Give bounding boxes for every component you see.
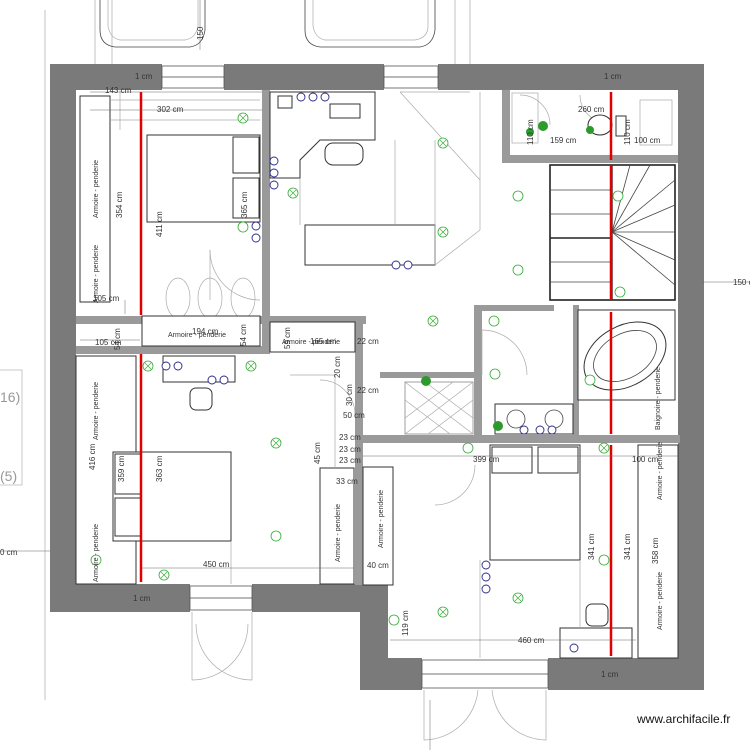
edge-labels: 16) (5) 0 cm 150 c 150	[0, 26, 750, 557]
dim-22-a: 22 cm	[357, 337, 379, 346]
dim-354: 354 cm	[115, 191, 124, 218]
edge-label-left-b: (5)	[0, 468, 17, 484]
corridor-wardrobes	[269, 321, 394, 586]
label-wardrobe-mid-left: Armoire - penderie	[168, 332, 226, 339]
dim-54-b: 54 cm	[113, 328, 122, 350]
dim-33: 33 cm	[336, 477, 358, 486]
dim-194: 194 cm	[192, 327, 219, 336]
label-wardrobe-vert-center: Armoire - penderie	[335, 504, 342, 562]
dim-100-b: 100 cm	[634, 136, 661, 145]
dim-23-a: 23 cm	[339, 433, 361, 442]
dim-50: 50 cm	[343, 411, 365, 420]
light-points	[90, 112, 626, 626]
dimension-lines	[0, 91, 750, 750]
dim-59: 59 cm	[283, 327, 292, 349]
dim-30: 30 cm	[345, 384, 354, 406]
dim-341-a: 341 cm	[587, 533, 596, 560]
label-wardrobe-left-top: Armoire - penderie	[93, 160, 100, 218]
dim-40: 40 cm	[367, 561, 389, 570]
dim-100-a: 100 cm	[632, 455, 659, 464]
dim-20: 20 cm	[333, 356, 342, 378]
dim-450: 450 cm	[203, 560, 230, 569]
edge-label-top-a: 150	[196, 26, 205, 40]
dim-143: 143 cm	[105, 86, 132, 95]
dim-bot-1cm-right: 1 cm	[601, 670, 619, 679]
edge-label-left-c: 0 cm	[0, 548, 18, 557]
dim-358: 358 cm	[651, 537, 660, 564]
outer-walls	[50, 64, 704, 690]
label-wardrobe-right-b: Armoire - penderie	[657, 572, 664, 630]
bedroom-top-left	[79, 90, 261, 347]
dim-411: 411 cm	[155, 211, 164, 237]
dim-365: 365 cm	[240, 191, 249, 218]
dim-359: 359 cm	[117, 455, 126, 482]
dim-top-1cm-left: 1 cm	[135, 72, 153, 81]
dim-159: 159 cm	[550, 136, 577, 145]
office-top-middle	[269, 91, 481, 266]
red-lines	[139, 92, 613, 656]
dim-54-a: 54 cm	[239, 324, 248, 346]
doors	[191, 94, 609, 741]
bathroom	[494, 309, 676, 435]
bedroom-bottom-right	[479, 444, 679, 659]
dim-260: 260 cm	[578, 105, 605, 114]
dim-bot-1cm-left: 1 cm	[133, 594, 151, 603]
dim-416: 416 cm	[88, 443, 97, 470]
furniture-labels: Armoire - penderie Armoire - penderie Ar…	[93, 160, 664, 630]
stairwell-hatch	[404, 381, 474, 435]
dim-165: 165 cm	[310, 337, 337, 346]
dim-399: 399 cm	[473, 455, 500, 464]
dim-110-b: 110 cm	[623, 119, 632, 145]
label-wardrobe-right-a: Armoire - penderie	[657, 442, 664, 500]
watermark: www.archifacile.fr	[636, 712, 730, 726]
sockets	[161, 92, 579, 653]
dim-22-b: 22 cm	[357, 386, 379, 395]
dim-110-a: 110 cm	[526, 119, 535, 145]
bedroom-middle-left	[75, 355, 236, 585]
top-bay-windows	[44, 0, 471, 700]
dim-23-b: 23 cm	[339, 445, 361, 454]
dim-45: 45 cm	[313, 442, 322, 464]
dim-105-b: 105 cm	[95, 338, 122, 347]
dim-105-a: 105 cm	[93, 294, 120, 303]
dim-460: 460 cm	[518, 636, 545, 645]
edge-label-left-a: 16)	[0, 389, 20, 405]
edge-label-right-a: 150 c	[733, 278, 750, 287]
dim-302: 302 cm	[157, 105, 184, 114]
label-wardrobe-vert-center2: Armoire - penderie	[378, 490, 385, 548]
dimension-labels: 1 cm 1 cm 1 cm 1 cm 143 cm 302 cm 105 cm…	[88, 72, 661, 679]
label-wardrobe-left-top2: Armoire - penderie	[93, 245, 100, 303]
dim-top-1cm-right: 1 cm	[604, 72, 622, 81]
dim-363: 363 cm	[155, 455, 164, 482]
dim-341-b: 341 cm	[623, 533, 632, 560]
dim-23-c: 23 cm	[339, 456, 361, 465]
staircase	[549, 164, 676, 301]
dim-119: 119 cm	[401, 610, 410, 636]
label-wardrobe-lower-left: Armoire - penderie	[93, 382, 100, 440]
label-bath-text: Baignoire - penderie	[655, 367, 662, 430]
label-wardrobe-mid-center: Armoire - penderie	[282, 339, 340, 346]
label-wardrobe-lower-left2: Armoire - penderie	[93, 524, 100, 582]
